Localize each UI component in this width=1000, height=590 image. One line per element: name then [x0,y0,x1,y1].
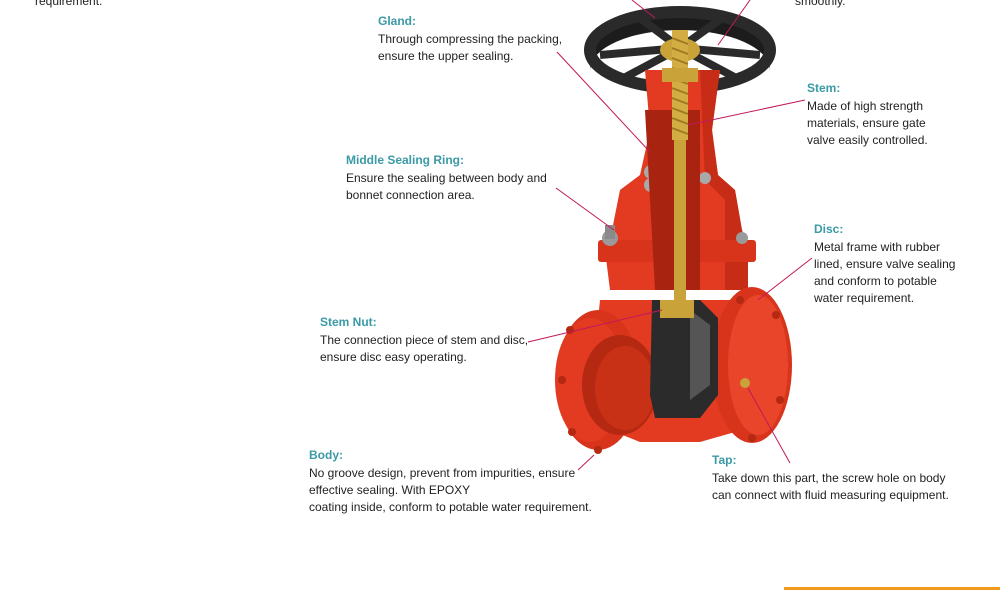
middle-sealing-ring-description: Ensure the sealing between body and bonn… [346,171,547,202]
bottom-accent-bar [784,587,1000,590]
middle-sealing-ring-title: Middle Sealing Ring: [346,153,465,167]
body-title: Body: [309,448,343,462]
stem-description: Made of high strength materials, ensure … [807,99,928,147]
clipped-text-left: requirement. [35,0,103,8]
stem-nut-title: Stem Nut: [320,315,377,329]
body-description: No groove design, prevent from impuritie… [309,466,592,514]
callout-disc: Disc: Metal frame with rubber lined, ens… [814,221,955,307]
leader-lines [527,0,813,471]
gland-description: Through compressing the packing, ensure … [378,32,563,63]
callout-body: Body: No groove design, prevent from imp… [309,447,592,516]
disc-title: Disc: [814,222,844,236]
stem [662,30,698,305]
cutaway-interior [645,110,718,418]
stem-nut-description: The connection piece of stem and disc, e… [320,333,529,364]
tap-description: Take down this part, the screw hole on b… [712,471,949,502]
callout-tap: Tap: Take down this part, the screw hole… [712,452,949,504]
callout-middle-sealing-ring: Middle Sealing Ring: Ensure the sealing … [346,152,547,204]
tap-title: Tap: [712,453,737,467]
valve-body [555,287,792,454]
callout-stem-nut: Stem Nut: The connection piece of stem a… [320,314,528,366]
disc-description: Metal frame with rubber lined, ensure va… [814,240,956,305]
callout-gland: Gland: Through compressing the packing, … [378,13,562,65]
callout-stem: Stem: Made of high strength materials, e… [807,80,928,149]
gland-title: Gland: [378,14,416,28]
clipped-text-right: smoothly. [795,0,846,8]
stem-title: Stem: [807,81,841,95]
